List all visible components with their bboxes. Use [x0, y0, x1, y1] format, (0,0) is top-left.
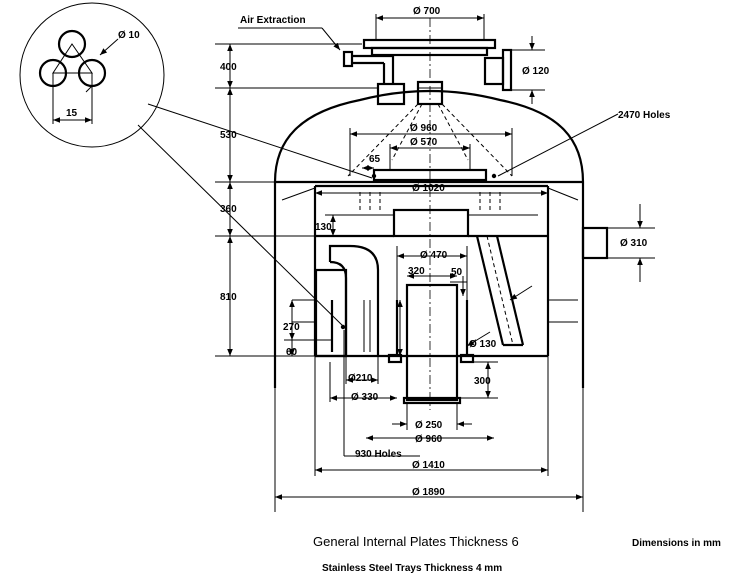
top-dimensions	[238, 14, 655, 330]
label-h400: 400	[220, 62, 237, 73]
caption-trays: Stainless Steel Trays Thickness 4 mm	[322, 563, 502, 574]
label-h360: 360	[220, 204, 237, 215]
label-h810: 810	[220, 292, 237, 303]
label-w50: 50	[451, 267, 463, 278]
left-dimensions	[215, 43, 378, 357]
label-h130-left: 130	[315, 222, 332, 233]
label-d570: Ø 570	[410, 137, 438, 148]
caption-plates: General Internal Plates Thickness 6	[313, 534, 519, 549]
top-nozzles	[342, 38, 513, 106]
label-d960-top: Ø 960	[410, 123, 438, 134]
label-d10: Ø 10	[118, 30, 140, 41]
middle-dimensions	[396, 246, 533, 399]
hole-pattern-detail	[19, 2, 165, 148]
detail-leader-top	[147, 103, 373, 179]
label-d1020: Ø 1020	[412, 183, 445, 194]
vessel-shell	[273, 89, 609, 388]
label-d210: Ø210	[348, 373, 373, 384]
label-h300: 300	[474, 376, 491, 387]
label-holes930: 930 Holes	[355, 449, 402, 460]
label-d120: Ø 120	[522, 66, 550, 77]
detail-leader-bottom	[137, 124, 346, 329]
label-pitch15: 15	[66, 108, 78, 119]
label-w65: 65	[369, 154, 381, 165]
label-w320: 320	[408, 266, 425, 277]
label-d1410: Ø 1410	[412, 460, 445, 471]
caption-units: Dimensions in mm	[632, 538, 721, 549]
label-d310: Ø 310	[620, 238, 648, 249]
label-d250: Ø 250	[415, 420, 443, 431]
label-d1890: Ø 1890	[412, 487, 445, 498]
label-d330: Ø 330	[351, 392, 379, 403]
label-air-extraction: Air Extraction	[240, 15, 306, 26]
label-d130-pipe: Ø 130	[469, 339, 497, 350]
label-d700: Ø 700	[413, 6, 441, 17]
label-h60: 60	[286, 347, 298, 358]
lower-tray	[292, 235, 578, 405]
bottom-dimensions	[274, 330, 584, 512]
label-d960-bottom: Ø 960	[415, 434, 443, 445]
label-h530: 530	[220, 130, 237, 141]
label-h270: 270	[283, 322, 300, 333]
label-d470: Ø 470	[420, 250, 448, 261]
label-holes2470: 2470 Holes	[618, 110, 671, 121]
